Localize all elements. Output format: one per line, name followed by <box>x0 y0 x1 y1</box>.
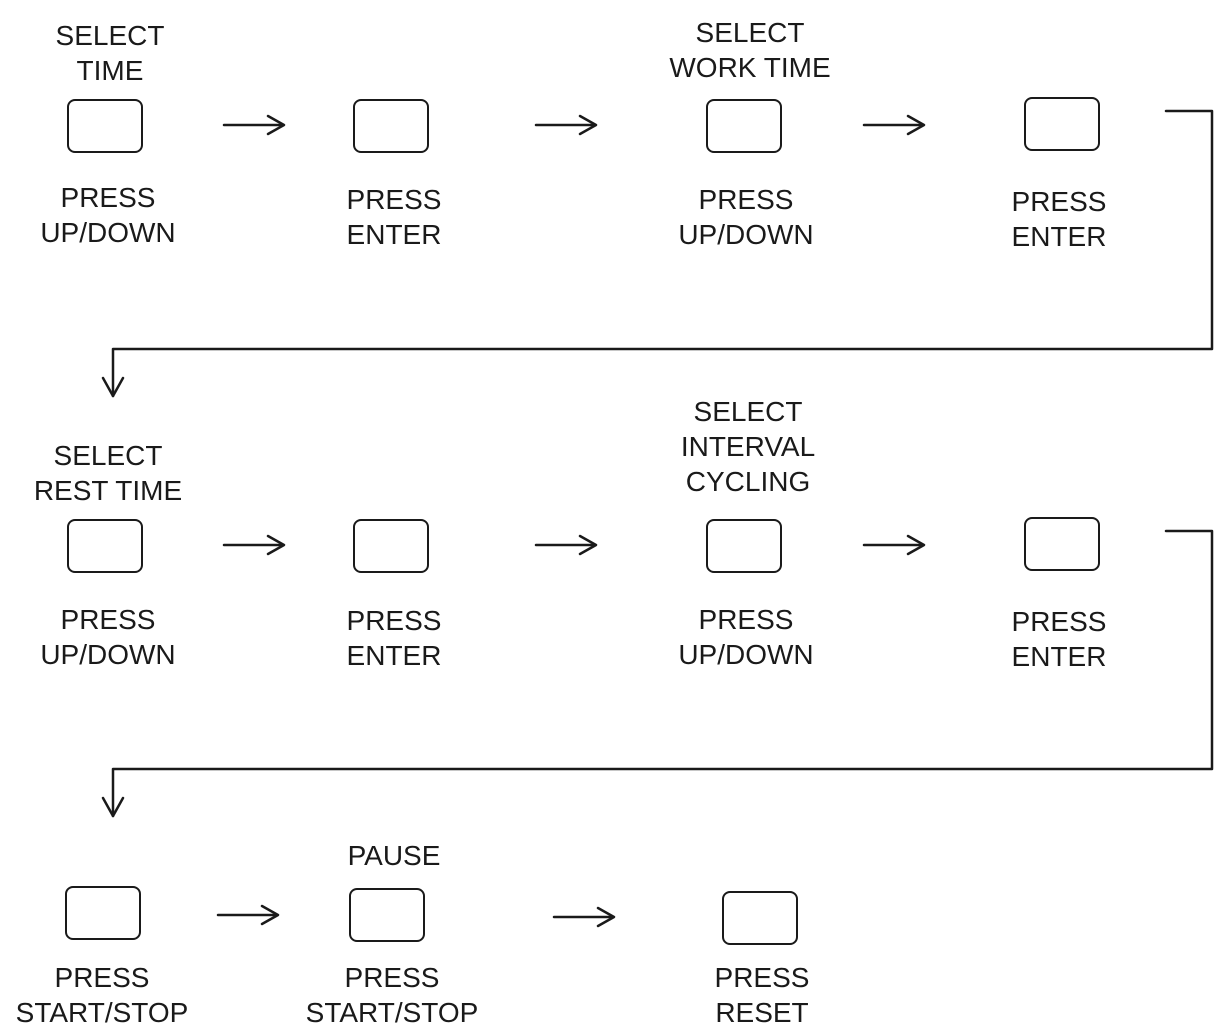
r1-step1-button[interactable] <box>67 99 143 153</box>
arrow-r1-2 <box>534 114 598 136</box>
r3-step1-bottom-label: PRESS START/STOP <box>15 962 189 1028</box>
r1-step1-top-label: SELECT TIME <box>55 20 165 86</box>
r3-step3-bottom-label: PRESS RESET <box>714 962 810 1028</box>
r1-step2-button[interactable] <box>353 99 429 153</box>
arrow-r2-1 <box>222 534 286 556</box>
r2-step2-button[interactable] <box>353 519 429 573</box>
r3-step2-bottom-label: PRESS START/STOP <box>305 962 479 1028</box>
r2-step1-top-label: SELECT REST TIME <box>33 440 183 506</box>
r2-step1-bottom-label: PRESS UP/DOWN <box>40 604 176 670</box>
r1-step4-button[interactable] <box>1024 97 1100 151</box>
r3-step2-top-label: PAUSE <box>347 840 441 871</box>
arrow-r3-2 <box>552 906 616 928</box>
r3-step1-button[interactable] <box>65 886 141 940</box>
r1-step3-button[interactable] <box>706 99 782 153</box>
wrap-connector-1 <box>101 109 1214 398</box>
arrow-r2-3 <box>862 534 926 556</box>
arrow-r1-3 <box>862 114 926 136</box>
r3-step2-button[interactable] <box>349 888 425 942</box>
r1-step3-bottom-label: PRESS UP/DOWN <box>678 184 814 250</box>
r1-step2-bottom-label: PRESS ENTER <box>346 184 442 250</box>
r3-step3-button[interactable] <box>722 891 798 945</box>
r1-step3-top-label: SELECT WORK TIME <box>669 17 831 83</box>
r2-step3-bottom-label: PRESS UP/DOWN <box>678 604 814 670</box>
r2-step2-bottom-label: PRESS ENTER <box>346 605 442 671</box>
arrow-r2-2 <box>534 534 598 556</box>
wrap-connector-2 <box>101 529 1214 818</box>
r2-step3-button[interactable] <box>706 519 782 573</box>
r1-step1-bottom-label: PRESS UP/DOWN <box>40 182 176 248</box>
r1-step4-bottom-label: PRESS ENTER <box>1011 186 1107 252</box>
r2-step1-button[interactable] <box>67 519 143 573</box>
r2-step3-top-label: SELECT INTERVAL CYCLING <box>680 396 816 497</box>
arrow-r3-1 <box>216 904 280 926</box>
r2-step4-bottom-label: PRESS ENTER <box>1011 606 1107 672</box>
arrow-r1-1 <box>222 114 286 136</box>
r2-step4-button[interactable] <box>1024 517 1100 571</box>
